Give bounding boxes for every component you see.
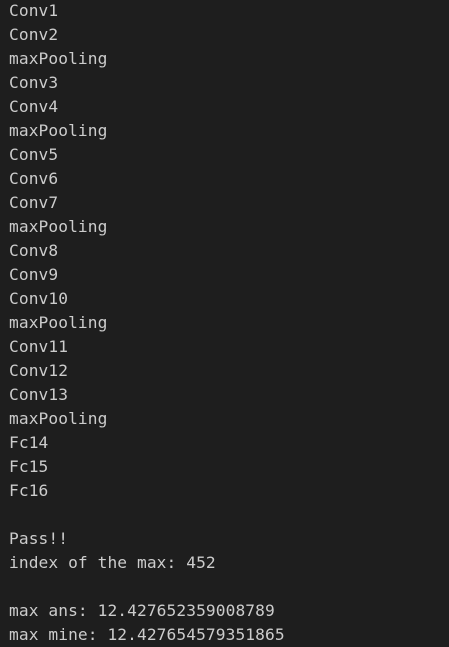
output-line: Fc15 bbox=[9, 457, 49, 476]
output-line: maxPooling bbox=[9, 313, 108, 332]
output-line: Conv13 bbox=[9, 385, 69, 404]
output-line: Conv9 bbox=[9, 265, 59, 284]
output-line: maxPooling bbox=[9, 409, 108, 428]
max-ans-line: max ans: 12.427652359008789 bbox=[9, 601, 275, 620]
blank-line bbox=[9, 503, 449, 527]
pass-status-line: Pass!! bbox=[9, 529, 69, 548]
output-line: Conv5 bbox=[9, 145, 59, 164]
output-line: Conv4 bbox=[9, 97, 59, 116]
output-line: maxPooling bbox=[9, 121, 108, 140]
output-line: Conv6 bbox=[9, 169, 59, 188]
output-line: Conv12 bbox=[9, 361, 69, 380]
output-line: Conv8 bbox=[9, 241, 59, 260]
max-mine-line: max mine: 12.427654579351865 bbox=[9, 625, 285, 644]
max-index-line: index of the max: 452 bbox=[9, 553, 216, 572]
blank-line bbox=[9, 575, 449, 599]
output-line: maxPooling bbox=[9, 49, 108, 68]
output-line: Conv11 bbox=[9, 337, 69, 356]
output-line: Conv7 bbox=[9, 193, 59, 212]
output-line: Fc16 bbox=[9, 481, 49, 500]
output-line: Fc14 bbox=[9, 433, 49, 452]
output-line: Conv3 bbox=[9, 73, 59, 92]
output-line: Conv10 bbox=[9, 289, 69, 308]
output-line: Conv1 bbox=[9, 1, 59, 20]
output-line: maxPooling bbox=[9, 217, 108, 236]
output-line: Conv2 bbox=[9, 25, 59, 44]
